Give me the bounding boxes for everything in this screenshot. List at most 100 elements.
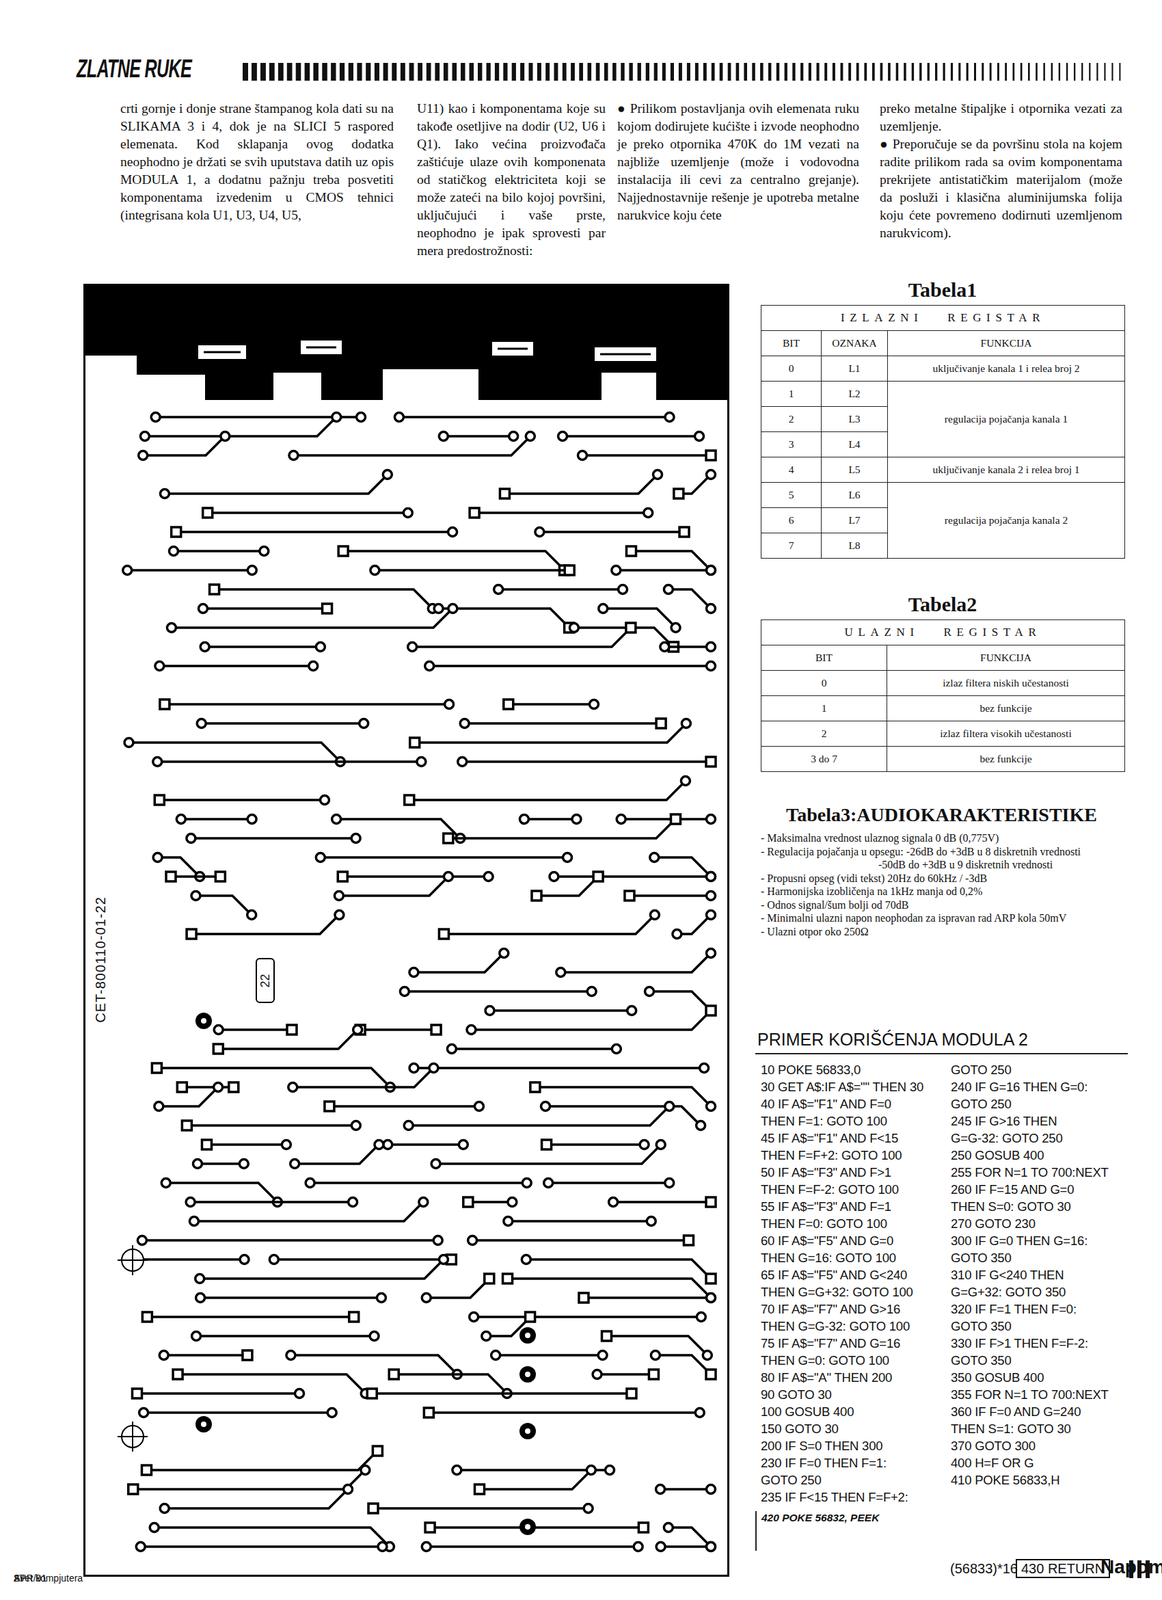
- pcb-pad: [569, 623, 579, 633]
- pcb-pad: [509, 431, 519, 441]
- pcb-pad: [648, 1369, 659, 1379]
- pcb-trace: [649, 991, 711, 1011]
- header-stripe: [966, 62, 969, 81]
- pcb-pad: [643, 508, 653, 518]
- pcb-pad: [463, 1196, 474, 1207]
- header-stripe: [768, 62, 772, 81]
- pcb-pad: [151, 1062, 162, 1073]
- table-cell: regulacija pojačanja kanala 1: [887, 381, 1126, 458]
- pcb-pad: [481, 1331, 491, 1341]
- pcb-trace: [159, 798, 325, 802]
- pcb-trace: [668, 589, 711, 609]
- header-stripe: [596, 62, 601, 81]
- pcb-trace: [495, 1353, 603, 1357]
- pcb-pad: [153, 757, 162, 767]
- table-cell: 6: [761, 507, 822, 534]
- article-text: ● Preporučuje se da površinu stola na ko…: [879, 135, 1123, 242]
- pcb-pad: [457, 757, 467, 767]
- table-cell: regulacija pojačanja kanala 2: [887, 482, 1126, 559]
- pcb-pad: [353, 1025, 363, 1035]
- table-body: ULAZNI REGISTARBITFUNKCIJA0izlaz filtera…: [761, 619, 1126, 772]
- pcb-trace: [171, 608, 453, 628]
- extra-label: 27: [13, 1572, 25, 1584]
- pcb-pad: [155, 661, 165, 671]
- table-text: BIT: [815, 651, 833, 664]
- pcb-mask-opening: [300, 340, 342, 355]
- pcb-pad: [530, 1082, 540, 1092]
- spec-line: - Odnos signal/šum bolji od 70dB: [760, 898, 1125, 912]
- table-text: izlaz filtera niskih učestanosti: [942, 676, 1070, 689]
- section-heading: PRIMER KORIŠĆENJA MODULA 2: [757, 1029, 1029, 1050]
- pcb-trace: [144, 416, 337, 437]
- pcb-trace: [140, 1544, 383, 1548]
- pcb-pad: [186, 928, 197, 939]
- pcb-pad: [369, 1331, 379, 1341]
- header-stripe: [1058, 62, 1061, 81]
- table-cell: L5: [821, 457, 888, 483]
- pcb-pad: [474, 1483, 484, 1494]
- header-stripe: [1028, 62, 1031, 81]
- pcb-trace: [438, 608, 570, 628]
- article-column: preko metalne štipaljke i otpornika veza…: [879, 99, 1123, 242]
- header-stripe: [426, 62, 432, 81]
- code-line: 230 IF F=0 THEN F=1:: [760, 1453, 887, 1471]
- pcb-pad: [519, 814, 529, 824]
- pcb-pad: [469, 1312, 479, 1322]
- pcb-trace: [173, 549, 264, 553]
- pcb-trace: [660, 1487, 711, 1491]
- pcb-pad: [665, 1178, 674, 1188]
- pcb-pad: [624, 890, 635, 901]
- header-stripe: [1051, 62, 1054, 81]
- table-text: L6: [848, 488, 860, 501]
- pcb-pad: [128, 1483, 139, 1494]
- code-line: THEN F=1: GOTO 100: [760, 1112, 888, 1130]
- header-stripe: [356, 62, 362, 81]
- header-stripe: [880, 62, 884, 81]
- pcb-pad: [521, 1254, 531, 1264]
- code-line: 65 IF A$="F5" AND G<240: [760, 1265, 908, 1283]
- pcb-trace: [462, 760, 711, 763]
- pcb-pad: [372, 1445, 383, 1456]
- pcb-pad: [161, 1178, 171, 1188]
- pcb-pad: [242, 1349, 253, 1360]
- table-text: 6: [788, 514, 795, 526]
- table-cell: L8: [821, 533, 888, 559]
- pcb-pad: [485, 1006, 495, 1016]
- code-line: THEN S=0: GOTO 30: [950, 1197, 1072, 1215]
- pcb-trace: [164, 702, 450, 706]
- header-stripe: [981, 62, 984, 81]
- pcb-pad: [409, 967, 419, 977]
- pcb-pad: [706, 891, 716, 901]
- pcb-pad: [359, 719, 369, 728]
- header-stripe: [1088, 62, 1091, 81]
- pcb-pad: [706, 872, 716, 882]
- pcb-pad: [305, 1178, 315, 1188]
- pcb-pad: [186, 833, 196, 843]
- header-stripe: [434, 62, 440, 81]
- code-line: 80 IF A$="A" THEN 200: [760, 1368, 893, 1386]
- table-cell: 3 do 7: [761, 746, 888, 772]
- pcb-pad: [166, 871, 176, 882]
- pcb-trace: [408, 1105, 670, 1126]
- pcb-trace: [310, 1181, 528, 1184]
- code-line: GOTO 350: [950, 1248, 1012, 1266]
- pcb-trace: [157, 857, 200, 877]
- code-line: 250 GOSUB 400: [950, 1146, 1044, 1164]
- pcb-trace: [181, 817, 253, 821]
- pcb-pad: [123, 565, 132, 575]
- pcb-trace: [451, 1047, 617, 1050]
- pcb-pad: [616, 814, 626, 824]
- pcb-pad: [288, 1082, 298, 1092]
- header-stripe: [1118, 62, 1121, 81]
- pcb-pad: [220, 431, 230, 441]
- pcb-big-pad: [519, 1518, 536, 1535]
- table-cell: bez funkcije: [887, 746, 1126, 772]
- header-stripe: [896, 62, 899, 81]
- pcb-pad: [448, 527, 458, 537]
- pcb-pad: [672, 929, 682, 939]
- pcb-pad: [348, 1197, 358, 1207]
- header-stripe: [269, 62, 275, 81]
- pcb-trace: [203, 351, 241, 354]
- pcb-pad: [458, 1140, 468, 1150]
- table-cell: L3: [821, 406, 888, 432]
